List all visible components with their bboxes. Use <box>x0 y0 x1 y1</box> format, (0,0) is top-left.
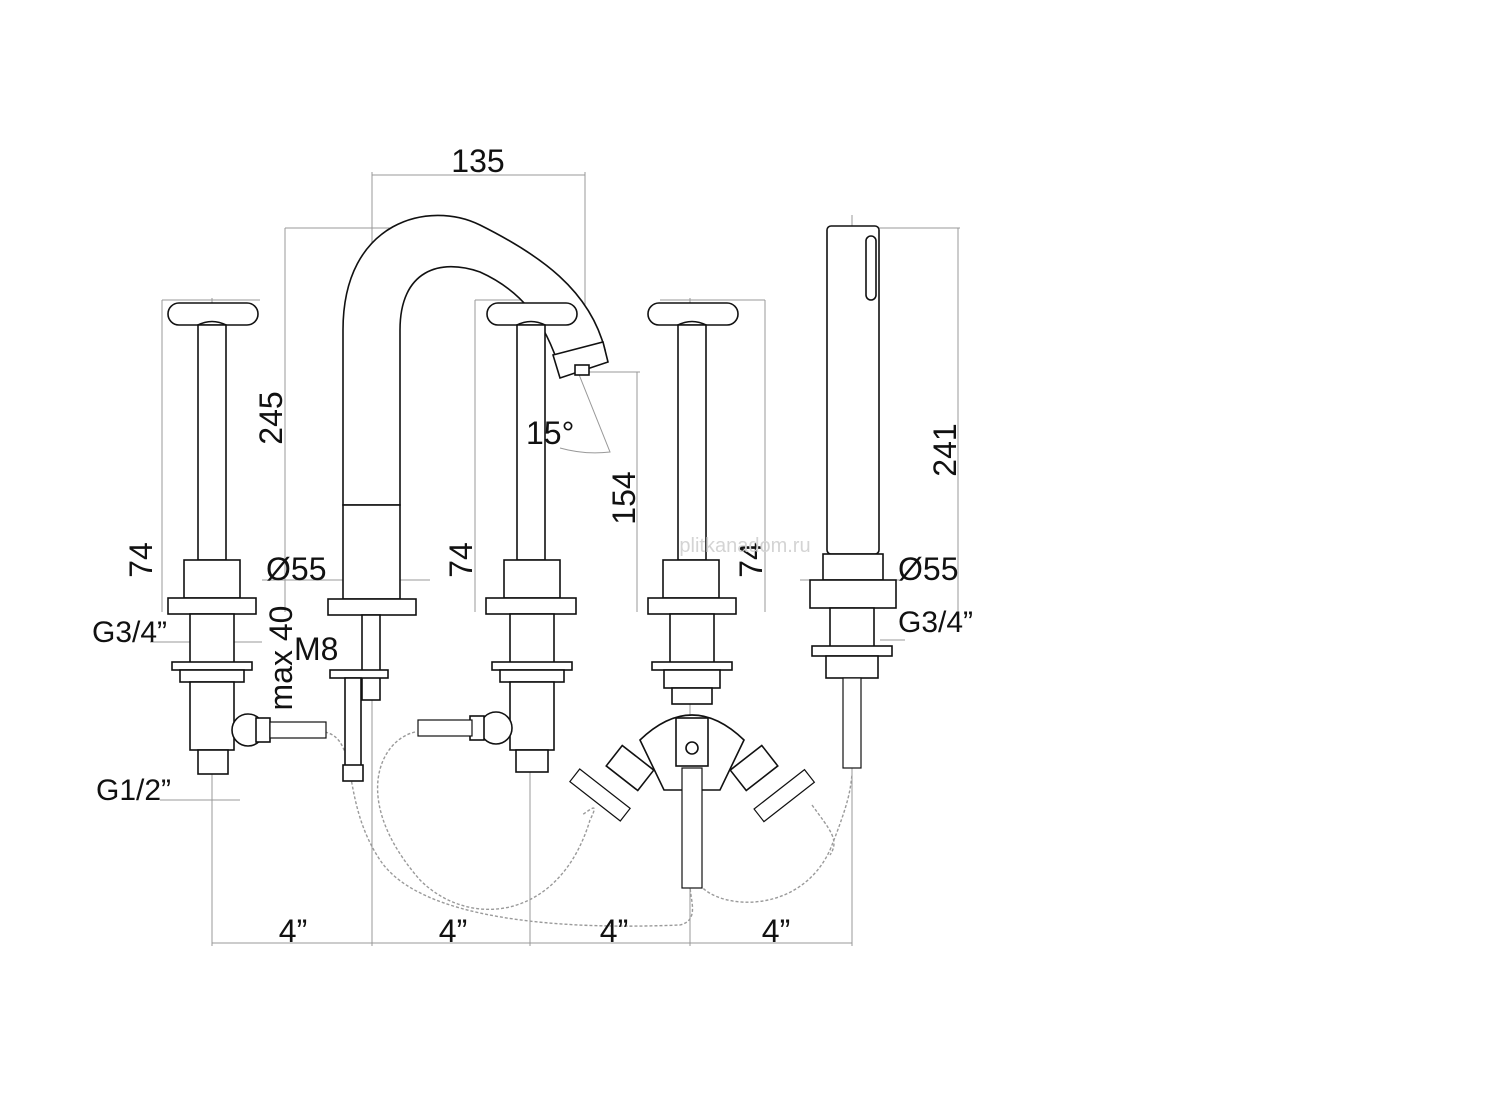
spout-height-label: 245 <box>253 391 289 444</box>
center-valve <box>417 302 578 773</box>
max-deck-thickness-label: max 40 <box>263 606 299 711</box>
handshower-height-label: 241 <box>927 423 963 476</box>
inlet-thread-label: G1/2” <box>96 774 171 807</box>
spacing-label-1: 4” <box>279 913 307 949</box>
handshower-diameter-label: Ø55 <box>898 551 958 587</box>
handshower-thread-label: G3/4” <box>898 606 973 639</box>
spacing-label-2: 4” <box>439 913 467 949</box>
spout <box>327 214 609 782</box>
dimension-labels: 135 245 15° 154 241 74 74 74 Ø55 Ø55 max… <box>92 143 973 949</box>
left-valve <box>167 302 327 775</box>
right-handle-height-label: 74 <box>733 542 769 578</box>
spacing-label-3: 4” <box>600 913 628 949</box>
valve-thread-label: G3/4” <box>92 616 167 649</box>
spout-angle-label: 15° <box>526 415 574 451</box>
fixing-rod-label: M8 <box>294 631 338 667</box>
left-handle-height-label: 74 <box>123 542 159 578</box>
spout-reach-label: 135 <box>451 143 504 179</box>
outlet-height-label: 154 <box>606 471 642 524</box>
spout-diameter-label: Ø55 <box>266 551 326 587</box>
connection-hoses <box>324 731 853 927</box>
spacing-label-4: 4” <box>762 913 790 949</box>
watermark: plitkanadom.ru <box>679 535 810 557</box>
right-valve <box>569 302 816 889</box>
center-handle-height-label: 74 <box>443 542 479 578</box>
hand-shower <box>809 225 897 769</box>
